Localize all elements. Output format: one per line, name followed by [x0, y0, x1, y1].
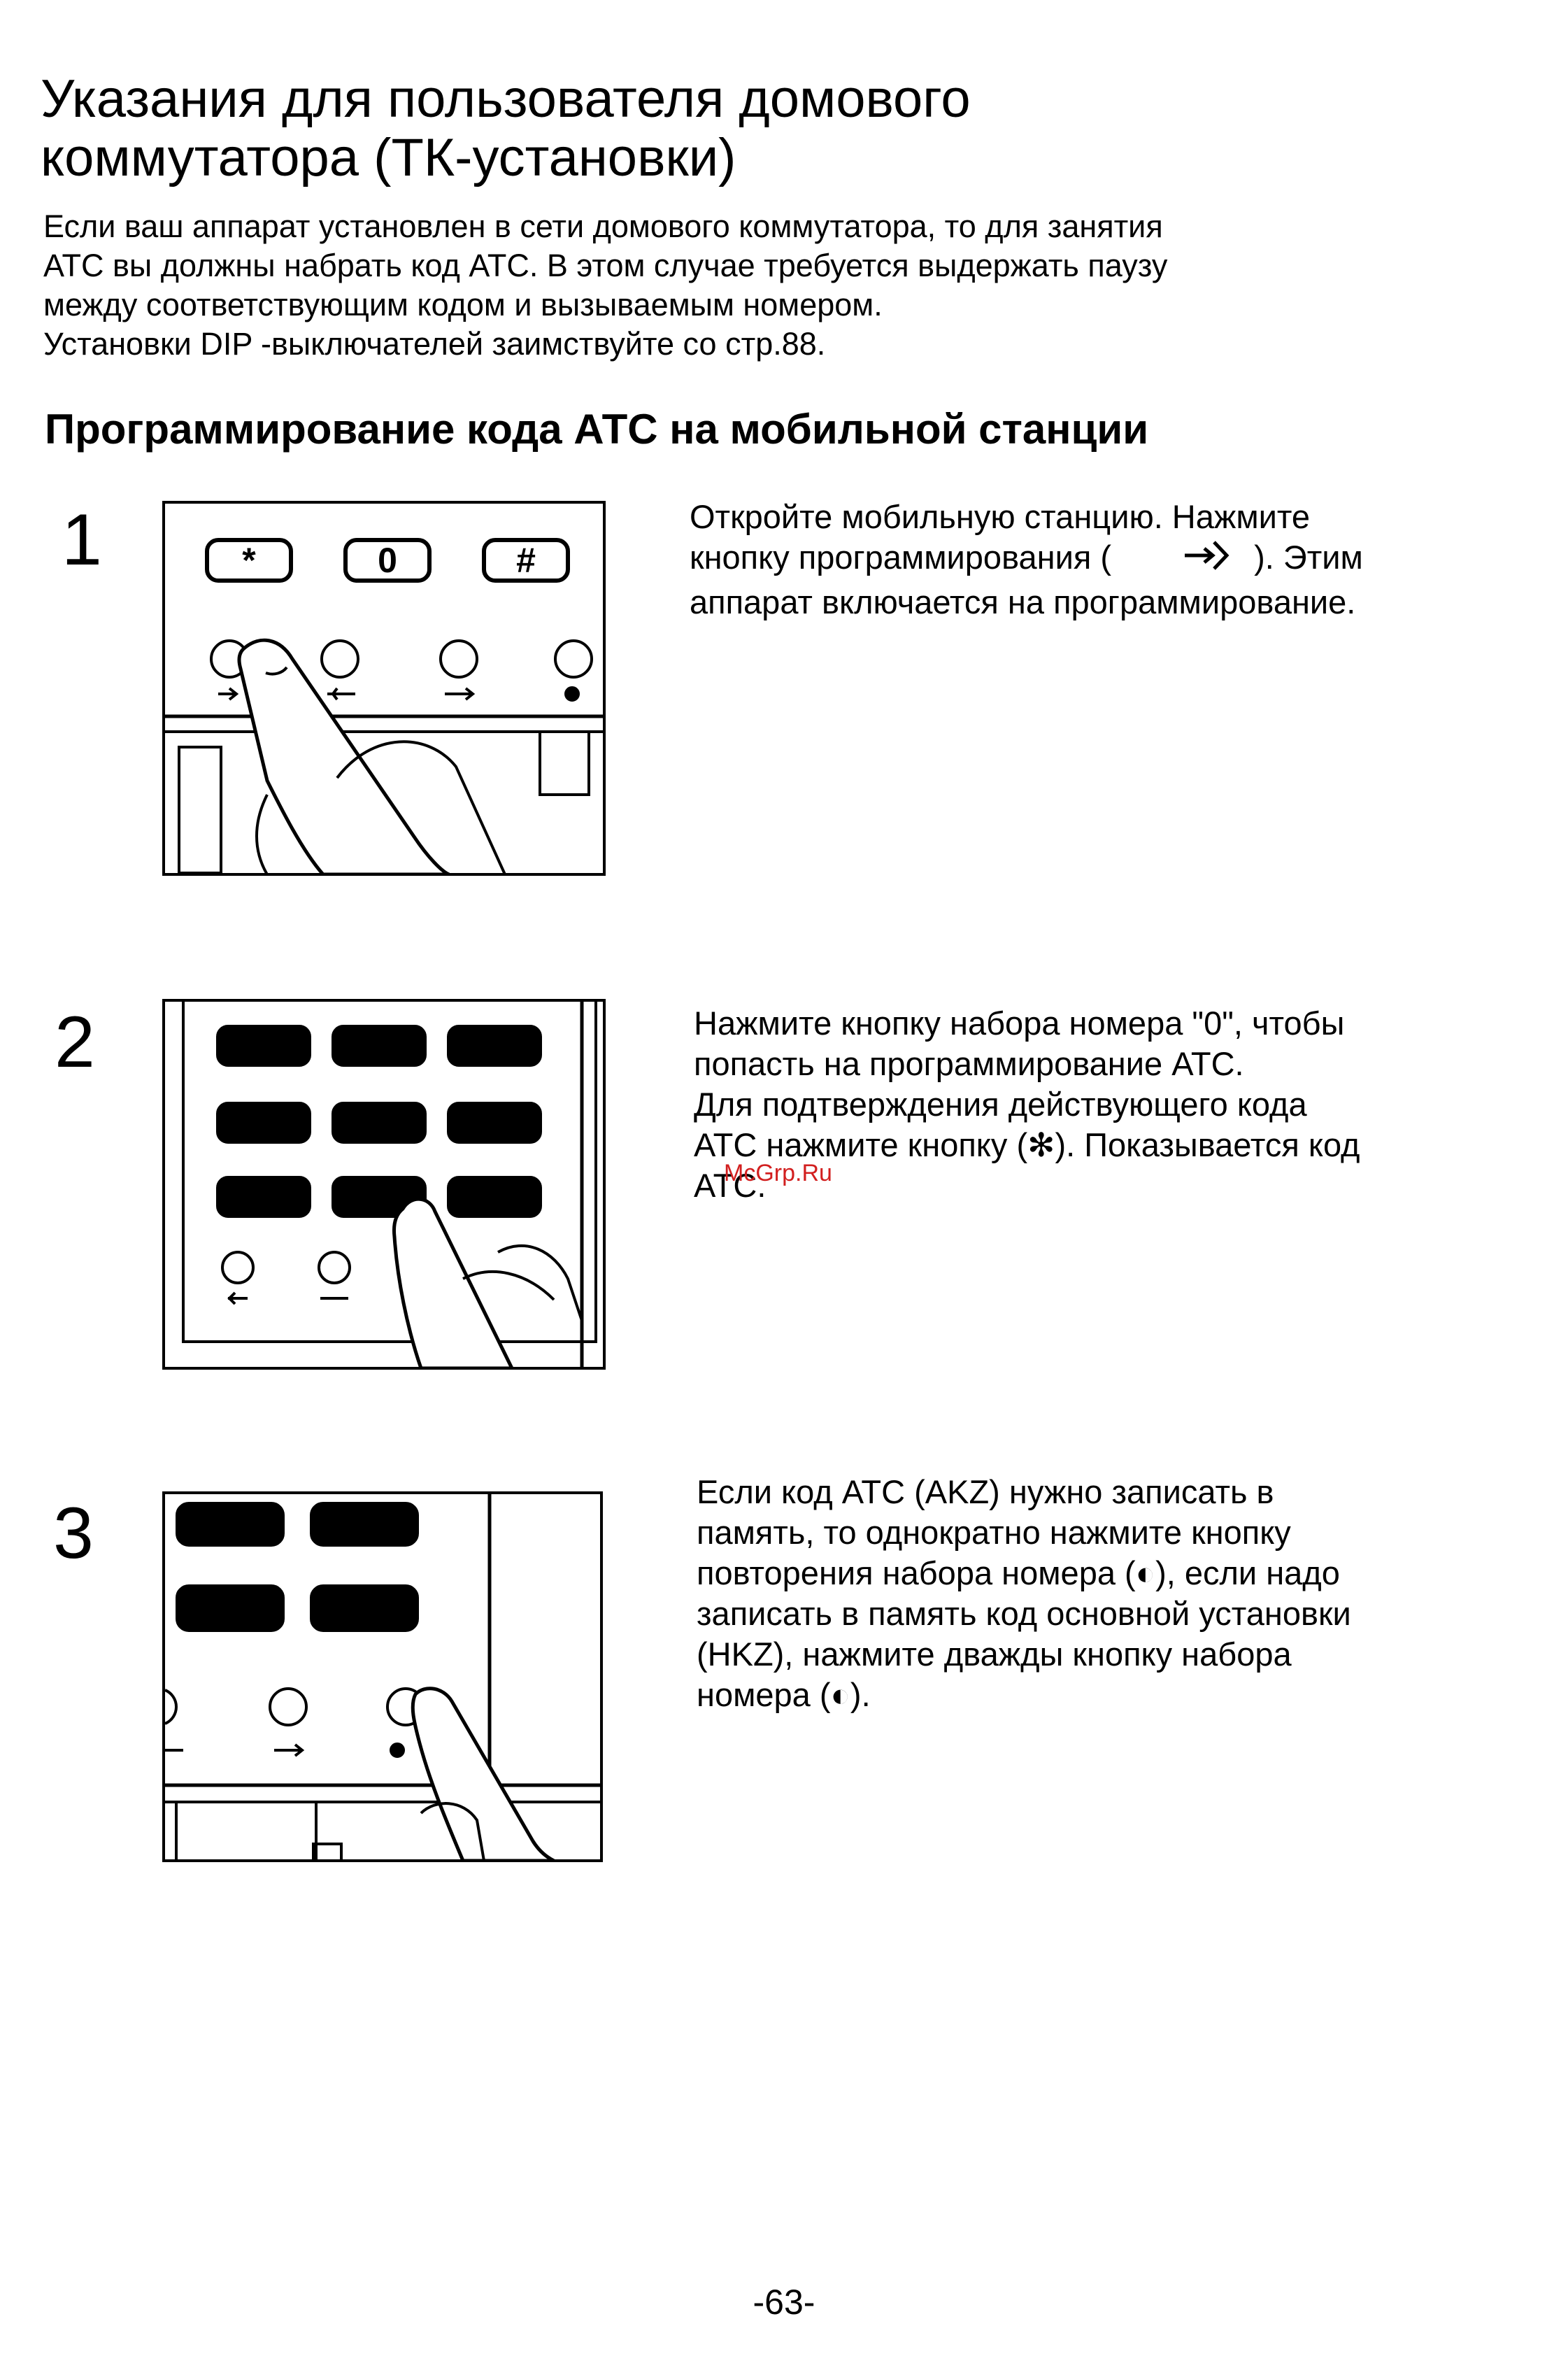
step-2-key-5: 5 [371, 1030, 387, 1065]
program-arrow-icon [1183, 538, 1232, 582]
step-2-key-9: 9 [486, 1107, 503, 1142]
step-3-line-4: записать в память код основной установки [697, 1595, 1351, 1632]
intro-line-1: Если ваш аппарат установлен в сети домов… [43, 208, 1163, 244]
intro-paragraph: Если ваш аппарат установлен в сети домов… [43, 207, 1498, 364]
step-2-illustration: 4 5 6 7 8 9 * 0 # [162, 999, 606, 1370]
step-3-illustration: 8 9 0 # [162, 1491, 603, 1862]
step-2-line-2: попасть на программирование АТС. [694, 1045, 1244, 1082]
step-1-key-hash: # [516, 541, 536, 580]
step-2-key-6: 6 [486, 1030, 503, 1065]
title-line-1: Указания для пользователя домового [41, 69, 971, 129]
step-3-key-hash: # [355, 1589, 374, 1628]
step-2-line-3: Для подтверждения действующего кода [694, 1086, 1307, 1123]
intro-line-2: АТС вы должны набрать код АТС. В этом сл… [43, 248, 1168, 283]
section-heading: Программирование кода АТС на мобильной с… [45, 406, 1149, 453]
step-1-key-0: 0 [378, 541, 397, 580]
watermark: McGrp.Ru [724, 1160, 832, 1186]
step-1-text: Откройте мобильную станцию. Нажмите кноп… [690, 497, 1557, 623]
step-3-line-2: память, то однократно нажмите кнопку [697, 1514, 1291, 1551]
step-3-key-9: 9 [355, 1505, 374, 1544]
step-1-illustration: * 0 # [162, 501, 606, 876]
step-2-key-star: * [257, 1181, 270, 1216]
title-line-2: коммутатора (ТК-установки) [41, 128, 736, 187]
step-2-key-8: 8 [371, 1107, 387, 1142]
step-2-key-4: 4 [255, 1030, 273, 1065]
step-2-key-hash: # [486, 1181, 503, 1216]
step-3-line-6: номера (◐). [697, 1676, 871, 1713]
step-2-number: 2 [55, 1002, 95, 1083]
step-3-key-8: 8 [220, 1505, 240, 1544]
step-2-line-5: АТС. [694, 1167, 767, 1204]
step-1-line-2a: кнопку программирования ( [690, 539, 1112, 576]
step-3-line-1: Если код АТС (AKZ) нужно записать в [697, 1473, 1274, 1510]
step-1-line-1: Откройте мобильную станцию. Нажмите [690, 498, 1311, 535]
step-2-line-4: АТС нажмите кнопку (✻). Показывается код [694, 1126, 1360, 1163]
page-number: -63- [753, 2283, 815, 2322]
step-3-text: Если код АТС (AKZ) нужно записать в памя… [697, 1472, 1564, 1715]
step-1-line-2: кнопку программирования ( ). Этим [690, 537, 1557, 582]
step-2-text: Нажмите кнопку набора номера "0", чтобы … [694, 1003, 1561, 1206]
step-2-key-0: 0 [371, 1181, 387, 1216]
step-3-line-3: повторения набора номера (◐), если надо [697, 1554, 1340, 1591]
step-1-line-2b: ). Этим [1254, 539, 1363, 576]
intro-line-3: между соответствующим кодом и вызываемым… [43, 287, 883, 322]
step-3-number: 3 [53, 1493, 94, 1574]
step-3-line-5: (HKZ), нажмите дважды кнопку набора [697, 1635, 1292, 1673]
step-2-line-1: Нажмите кнопку набора номера "0", чтобы [694, 1005, 1345, 1042]
step-2-key-7: 7 [255, 1107, 272, 1142]
step-1-key-star: * [242, 541, 256, 580]
step-3-key-0: 0 [220, 1589, 240, 1628]
intro-line-4: Установки DIP -выключателей заимствуйте … [43, 326, 826, 362]
step-1-line-3: аппарат включается на программирование. [690, 583, 1356, 621]
page-title: Указания для пользователя домового комму… [41, 70, 1369, 187]
step-1-number: 1 [62, 499, 102, 581]
